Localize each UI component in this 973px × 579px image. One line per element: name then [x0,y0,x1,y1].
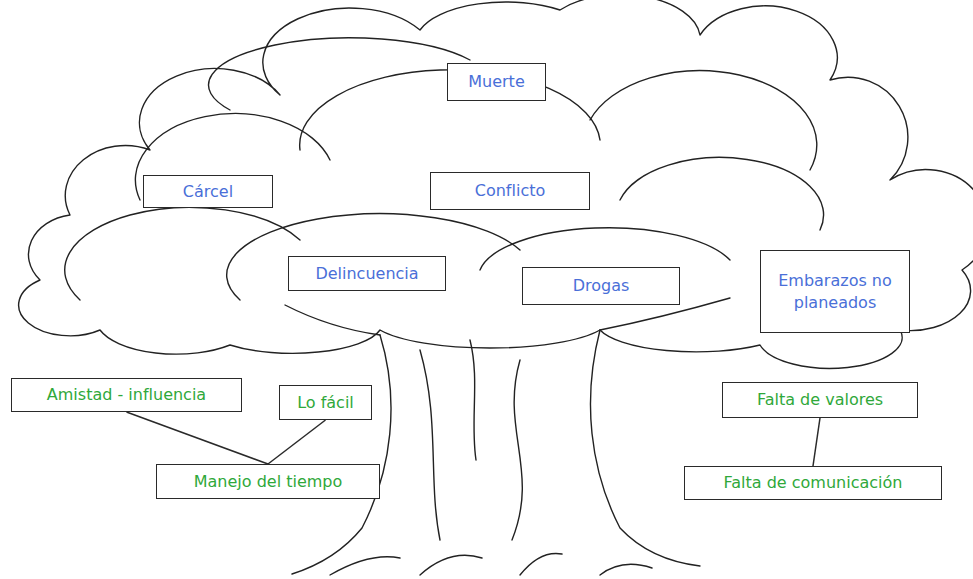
tree-root [600,564,652,575]
tree-bark [420,350,440,540]
tree-root [520,553,562,575]
effect-box: Drogas [522,267,680,305]
effect-label: Embarazos no planeados [761,270,909,313]
canopy-lobe [209,38,470,110]
tree-root [330,557,400,575]
effect-label: Muerte [468,71,524,93]
tree-root [420,555,482,575]
canopy-lobe [480,228,730,270]
cause-box: Manejo del tiempo [156,464,380,499]
cause-label: Amistad - influencia [47,384,206,406]
effect-label: Delincuencia [315,263,418,285]
connector-line [813,418,820,466]
cause-box: Falta de comunicación [684,466,942,500]
canopy-lobe [227,214,520,300]
cause-box: Falta de valores [722,382,918,418]
canopy-lobe [590,71,817,170]
tree-bark [512,360,522,540]
effect-label: Cárcel [183,181,233,203]
cause-label: Lo fácil [297,392,354,414]
connector-line [268,420,326,464]
cause-box: Amistad - influencia [11,378,242,412]
effect-box: Delincuencia [288,256,446,291]
cause-box: Lo fácil [279,385,372,420]
effect-box: Muerte [447,63,546,101]
effect-box: Cárcel [143,175,273,208]
canopy-lobe [620,157,824,230]
tree-branch [285,305,380,335]
effect-label: Conflicto [475,180,545,202]
effect-box: Conflicto [430,172,590,210]
cause-label: Manejo del tiempo [194,471,343,493]
tree-trunk [590,330,700,566]
tree-trunk [292,335,391,574]
tree-bark [470,340,476,460]
canopy-lobe [65,207,300,300]
cause-label: Falta de comunicación [724,472,903,494]
cause-label: Falta de valores [757,389,883,411]
effect-label: Drogas [573,275,630,297]
connector-line [127,412,269,464]
effect-box: Embarazos no planeados [760,250,910,333]
tree-canopy [19,0,973,368]
